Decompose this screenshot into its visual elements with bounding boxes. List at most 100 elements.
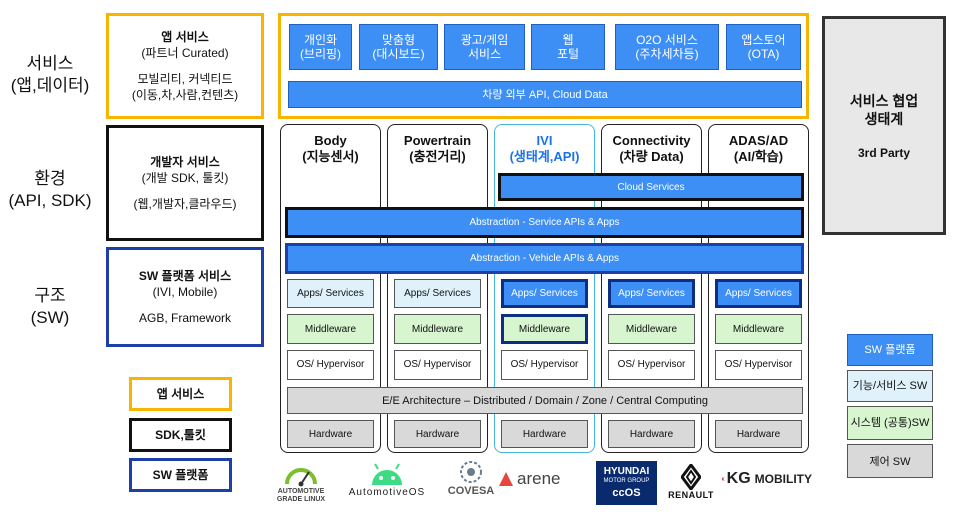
top-service-line2: (브리핑) — [299, 47, 342, 61]
kg-mark-icon — [722, 477, 725, 481]
legend-sw-platform-right: SW 플랫폼 — [847, 334, 933, 366]
middleware-cell: Middleware — [287, 314, 374, 344]
vehicle-api-band: Abstraction - Vehicle APIs & Apps — [285, 243, 804, 274]
column-title: Body — [314, 133, 347, 148]
os-hypervisor-cell: OS/ Hypervisor — [287, 350, 374, 380]
row-label-service-line1: 서비스 — [26, 54, 74, 73]
column-header: Connectivity(차량 Data) — [601, 131, 702, 167]
sw-platform-title: SW 플랫폼 서비스 — [138, 269, 232, 283]
top-service-cell: 앱스토어(OTA) — [726, 24, 801, 70]
ecosystem-title1: 서비스 협업 — [849, 92, 919, 109]
os-hypervisor-cell: OS/ Hypervisor — [608, 350, 695, 380]
hyundai-ccos-logo: HYUNDAI MOTOR GROUP ccOS — [596, 461, 657, 505]
top-service-cell: 개인화(브리핑) — [289, 24, 352, 70]
row-label-struct-line1: 구조 — [34, 286, 66, 305]
dev-service-line3: (웹,개발자,클라우드) — [133, 197, 237, 211]
covesa-emblem-icon — [460, 461, 482, 483]
row-label-env-line1: 환경 — [34, 169, 66, 188]
android-robot-icon — [372, 462, 402, 485]
sw-platform-box: SW 플랫폼 서비스 (IVI, Mobile) AGB, Framework — [106, 247, 264, 347]
app-service-line4: (이동,차,사람,컨텐츠) — [131, 88, 239, 102]
ee-architecture-band: E/E Architecture – Distributed / Domain … — [287, 387, 803, 414]
top-api-band: 차량 외부 API, Cloud Data — [288, 81, 802, 108]
kg-wordmark: MOBILITY — [754, 472, 812, 486]
covesa-wordmark: COVESA — [447, 485, 495, 497]
legend-sdk: SDK,툴킷 — [129, 418, 232, 452]
hyundai-wordmark: HYUNDAI — [603, 466, 650, 477]
top-service-line1: 웹 — [562, 33, 574, 47]
dev-service-title: 개발자 서비스 — [150, 155, 220, 169]
top-service-panel — [278, 13, 809, 119]
service-api-band: Abstraction - Service APIs & Apps — [285, 207, 804, 238]
arene-wordmark: arene — [517, 469, 561, 488]
column-subtitle: (생태계,API) — [509, 149, 580, 164]
column-subtitle: (지능센서) — [302, 149, 359, 164]
column-header: IVI(생태계,API) — [494, 131, 595, 167]
hardware-cell: Hardware — [715, 420, 802, 448]
column-header: Body(지능센서) — [280, 131, 381, 167]
os-hypervisor-cell: OS/ Hypervisor — [715, 350, 802, 380]
os-hypervisor-cell: OS/ Hypervisor — [501, 350, 588, 380]
top-service-cell: O2O 서비스(주차세차등) — [615, 24, 719, 70]
ecosystem-box: 서비스 협업 생태계 3rd Party — [822, 16, 946, 235]
arene-logo: arene — [498, 467, 578, 491]
column-title: IVI — [536, 133, 553, 148]
legend-system-sw: 시스템 (공통)SW — [847, 406, 933, 440]
hardware-cell: Hardware — [394, 420, 481, 448]
ecosystem-sub: 3rd Party — [857, 145, 911, 160]
android-wordmark: AutomotiveOS — [348, 486, 426, 498]
column-subtitle: (AI/학습) — [733, 149, 784, 164]
app-service-box: 앱 서비스 (파트너 Curated) 모빌리티, 커넥티드 (이동,차,사람,… — [106, 13, 264, 119]
app-service-sub: (파트너 Curated) — [141, 46, 229, 60]
row-label-service-line2: (앱,데이터) — [10, 76, 90, 95]
top-service-cell: 맞춤형(대시보드) — [359, 24, 438, 70]
dev-service-box: 개발자 서비스 (개발 SDK, 툴킷) (웹,개발자,클라우드) — [106, 125, 264, 241]
top-service-line1: O2O 서비스 — [636, 33, 698, 47]
renault-wordmark: RENAULT — [668, 490, 714, 500]
column-header: Powertrain(충전거리) — [387, 131, 488, 167]
arene-triangle-icon — [499, 472, 513, 486]
renault-diamond-icon — [681, 464, 701, 490]
middleware-cell: Middleware — [501, 314, 588, 344]
top-service-line2: (주차세차등) — [635, 47, 699, 61]
renault-logo: RENAULT — [664, 460, 718, 504]
column-subtitle: (차량 Data) — [619, 149, 684, 164]
row-label-struct-line2: (SW) — [30, 308, 70, 327]
row-label-env-line2: (API, SDK) — [8, 191, 92, 210]
covesa-logo: COVESA — [446, 456, 496, 500]
legend-control-sw: 제어 SW — [847, 444, 933, 478]
top-service-line2: (OTA) — [747, 47, 780, 61]
agl-emblem-icon — [285, 468, 317, 487]
column-header: ADAS/AD(AI/학습) — [708, 131, 809, 167]
middleware-cell: Middleware — [394, 314, 481, 344]
agl-wordmark: AUTOMOTIVE GRADE LINUX — [276, 488, 326, 503]
column-subtitle: (충전거리) — [409, 149, 466, 164]
sw-platform-sub: (IVI, Mobile) — [152, 285, 218, 299]
top-service-line1: 개인화 — [303, 33, 338, 47]
legend-sw-platform: SW 플랫폼 — [129, 458, 232, 492]
agl-logo: AUTOMOTIVE GRADE LINUX — [270, 458, 332, 508]
top-service-line2: (대시보드) — [372, 47, 425, 61]
app-service-title: 앱 서비스 — [161, 30, 209, 44]
column-title: Connectivity — [612, 133, 691, 148]
top-service-line1: 맞춤형 — [381, 33, 416, 47]
android-automotive-logo: AutomotiveOS — [335, 458, 439, 500]
column-title: Powertrain — [403, 133, 472, 148]
ecosystem-title2: 생태계 — [864, 110, 904, 127]
apps-services-cell: Apps/ Services — [394, 279, 481, 308]
row-label-struct: 구조 (SW) — [0, 282, 100, 332]
sw-platform-line3: AGB, Framework — [138, 311, 231, 325]
os-hypervisor-cell: OS/ Hypervisor — [394, 350, 481, 380]
top-service-line2: 포털 — [556, 47, 580, 61]
middleware-cell: Middleware — [715, 314, 802, 344]
row-label-service: 서비스 (앱,데이터) — [0, 50, 100, 100]
hardware-cell: Hardware — [608, 420, 695, 448]
apps-services-cell: Apps/ Services — [287, 279, 374, 308]
legend-func-sw: 기능/서비스 SW — [847, 370, 933, 402]
top-service-line2: 서비스 — [467, 47, 502, 61]
dev-service-sub: (개발 SDK, 툴킷) — [141, 171, 229, 185]
middleware-cell: Middleware — [608, 314, 695, 344]
kg-mobility-logo: KG MOBILITY — [722, 466, 812, 492]
